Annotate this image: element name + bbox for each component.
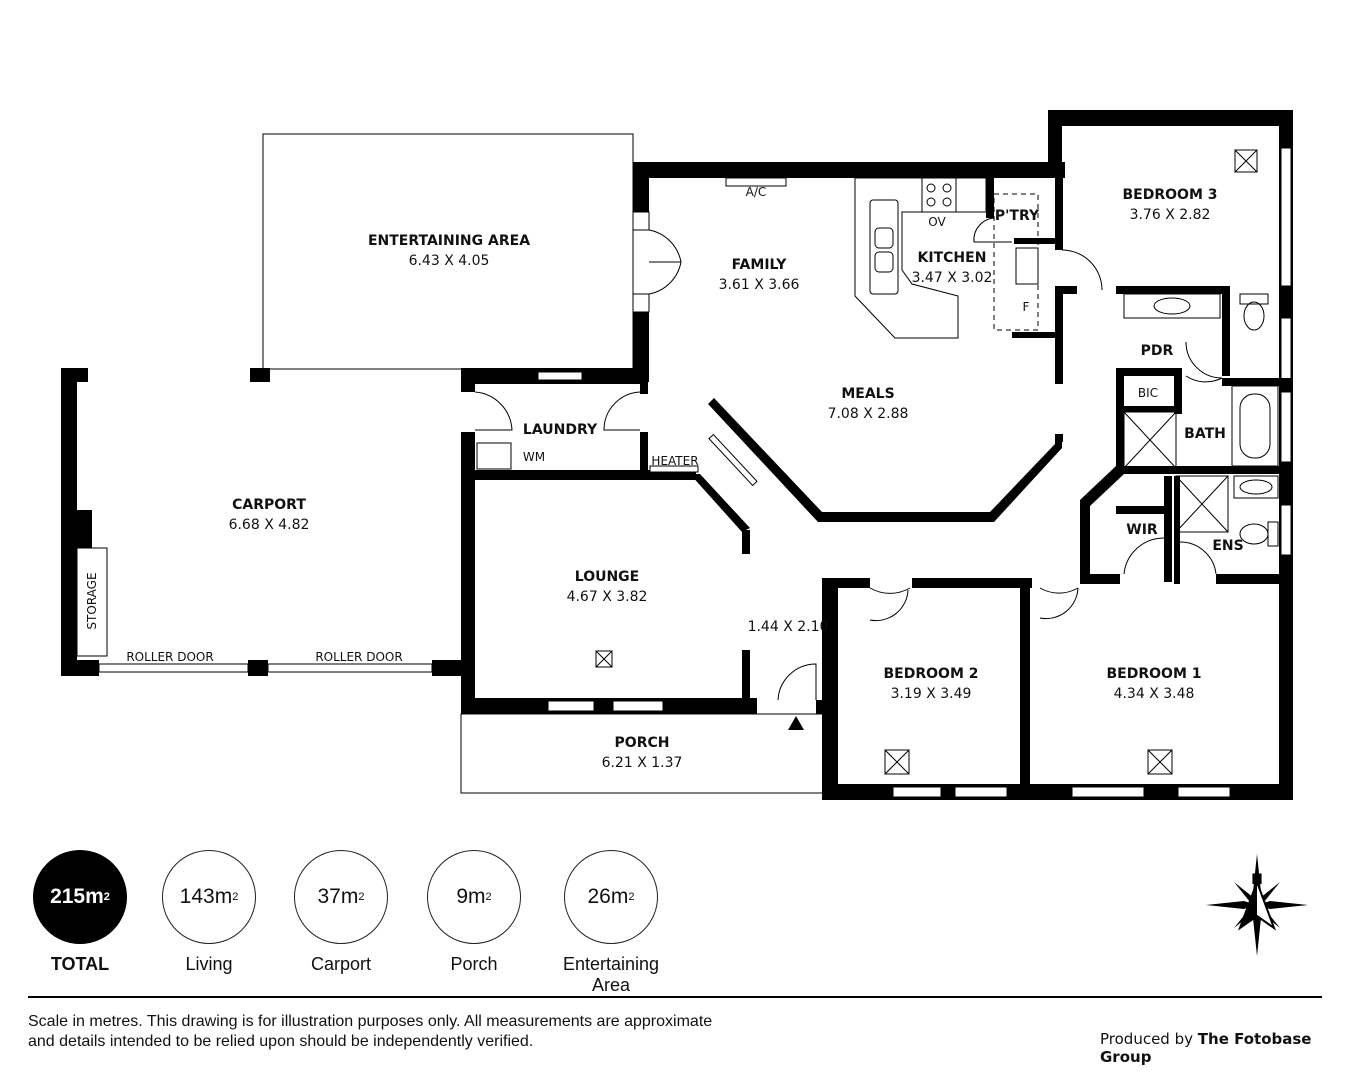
- cooktop-icon: [921, 177, 957, 213]
- house-walls: [461, 110, 1293, 800]
- bedroom2-name: BEDROOM 2: [884, 666, 979, 682]
- entertaining-area-outline: [262, 133, 634, 370]
- kitchen-dims: 3.47 X 3.02: [912, 270, 993, 286]
- doors: [474, 217, 1223, 701]
- bath-name: BATH: [1184, 426, 1226, 442]
- producer-credit: Produced by The Fotobase Group: [1100, 1030, 1312, 1066]
- area-porch-label: Porch: [450, 954, 498, 974]
- porch-name: PORCH: [615, 735, 670, 751]
- area-carport-label: Carport: [310, 954, 372, 974]
- bedroom3-dims: 3.76 X 2.82: [1130, 207, 1211, 223]
- wir-name: WIR: [1126, 522, 1158, 538]
- area-living-label: Living: [185, 954, 233, 974]
- meals-dims: 7.08 X 2.88: [828, 406, 909, 422]
- family-name: FAMILY: [732, 257, 788, 273]
- ac-label: A/C: [746, 185, 767, 199]
- storage-label: STORAGE: [85, 572, 99, 629]
- compass-north: N: [1251, 872, 1263, 888]
- footer-divider: [28, 996, 1322, 998]
- kitchen-bench: [854, 177, 987, 339]
- entry-dims: 1.44 X 2.10: [748, 619, 829, 635]
- bedroom3-name: BEDROOM 3: [1123, 187, 1218, 203]
- roller-door-label-2: ROLLER DOOR: [315, 650, 402, 664]
- entertaining-name: ENTERTAINING AREA: [368, 233, 530, 249]
- floor-plan: ENTERTAINING AREA 6.43 X 4.05 FAMILY 3.6…: [61, 110, 1293, 800]
- carport-name: CARPORT: [232, 497, 306, 513]
- area-entertaining-label: Entertaining Area: [562, 954, 660, 995]
- entry-arrow-icon: [788, 716, 804, 730]
- entertaining-dims: 6.43 X 4.05: [409, 253, 490, 269]
- bathroom-fixtures: [1123, 293, 1279, 547]
- pantry-name: P'TRY: [995, 208, 1040, 224]
- disclaimer-text: Scale in metres. This drawing is for ill…: [28, 1013, 713, 1050]
- lounge-dims: 4.67 X 3.82: [567, 589, 648, 605]
- wm-label: WM: [523, 450, 545, 464]
- pdr-name: PDR: [1141, 343, 1174, 359]
- porch-outline: [460, 713, 825, 794]
- ceiling-fixtures: [595, 149, 1258, 775]
- roller-door-label-1: ROLLER DOOR: [126, 650, 213, 664]
- compass-icon: N: [1206, 854, 1308, 956]
- fridge-label: F: [1023, 300, 1030, 314]
- lounge-name: LOUNGE: [575, 569, 639, 585]
- porch-dims: 6.21 X 1.37: [602, 755, 683, 771]
- carport-walls: [61, 368, 462, 676]
- bedroom1-name: BEDROOM 1: [1107, 666, 1202, 682]
- kitchen-name: KITCHEN: [918, 250, 987, 266]
- carport-dims: 6.68 X 4.82: [229, 517, 310, 533]
- laundry-name: LAUNDRY: [523, 422, 598, 438]
- bic-name: BIC: [1138, 386, 1158, 400]
- ens-name: ENS: [1212, 538, 1243, 554]
- heater-label: HEATER: [651, 454, 698, 468]
- family-dims: 3.61 X 3.66: [719, 277, 800, 293]
- oven-label: OV: [928, 215, 946, 229]
- area-total-label: TOTAL: [50, 954, 110, 974]
- meals-name: MEALS: [841, 386, 894, 402]
- sink-icon: [869, 199, 899, 295]
- bedroom2-dims: 3.19 X 3.49: [891, 686, 972, 702]
- bedroom1-dims: 4.34 X 3.48: [1114, 686, 1195, 702]
